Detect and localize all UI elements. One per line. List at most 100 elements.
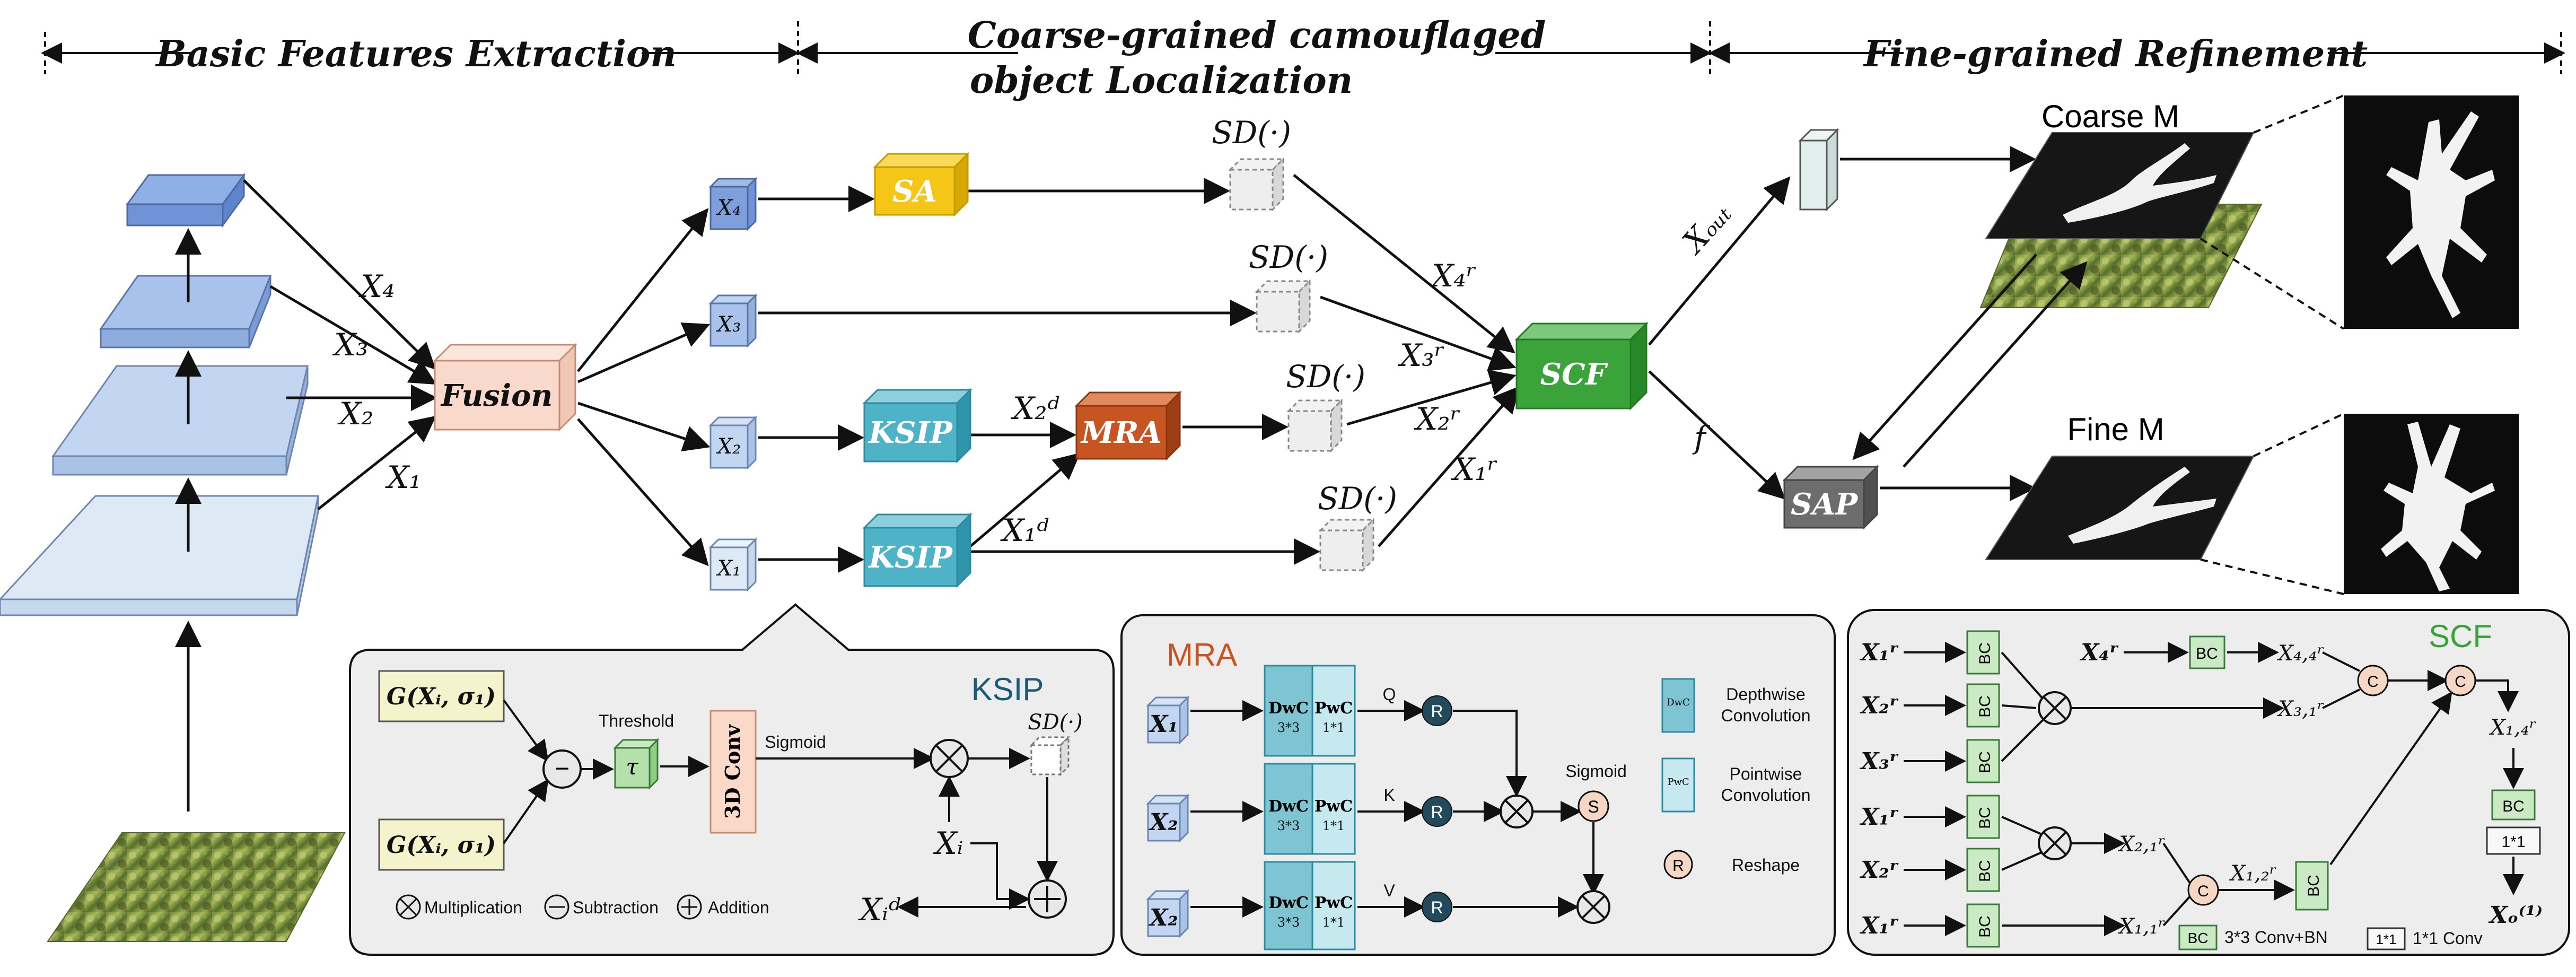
svg-text:X₃: X₃ (716, 312, 741, 337)
edge-label-x1r: X₁ʳ (1451, 451, 1498, 487)
svg-text:BC: BC (1976, 807, 1994, 829)
svg-text:X₂: X₂ (1148, 904, 1178, 931)
svg-text:X₁,₄ʳ: X₁,₄ʳ (2489, 716, 2536, 740)
svg-text:1*1: 1*1 (2501, 833, 2525, 851)
svg-text:BC: BC (2188, 930, 2209, 946)
svg-text:X₁ʳ: X₁ʳ (1859, 912, 1899, 939)
svg-text:X₂: X₂ (1148, 809, 1178, 836)
svg-text:PwC: PwC (1315, 894, 1353, 912)
svg-text:X₄: X₄ (716, 196, 741, 220)
svg-text:SD(·): SD(·) (1212, 115, 1291, 151)
input-image (47, 832, 346, 942)
sd-cube-4: SD(·) (1318, 481, 1397, 572)
scf-left-column: X₁ʳ X₂ʳ X₃ʳ X₁ʳ X₂ʳ X₁ʳ BC BC BC BC BC B… (1859, 630, 2000, 948)
svg-text:3D Conv: 3D Conv (721, 723, 744, 819)
ksip-panel: KSIP G(Xᵢ, σ₁) G(Xᵢ, σ₁) − Threshold τ 3… (349, 603, 1115, 956)
svg-text:X₁,₁ʳ: X₁,₁ʳ (2117, 914, 2165, 939)
svg-text:V: V (1383, 881, 1395, 900)
section-headers: Basic Features Extraction Coarse-grained… (41, 14, 2565, 106)
svg-text:X₄ʳ: X₄ʳ (2079, 639, 2119, 666)
mra-panel-title: MRA (1167, 637, 1237, 673)
ksip-upper-label: KSIP (868, 415, 953, 450)
svg-text:1*1 Conv: 1*1 Conv (2413, 929, 2483, 948)
svg-text:PwC: PwC (1315, 797, 1353, 816)
svg-text:BC: BC (2305, 875, 2323, 897)
sd-cubes: SD(·) SD(·) SD(·) SD(·) (1212, 115, 1397, 572)
svg-text:BC: BC (1976, 642, 1994, 665)
svg-text:BC: BC (1976, 695, 1994, 718)
fusion-to-features-edges (577, 208, 711, 566)
ksip-g2: G(Xᵢ, σ₁) (387, 832, 496, 859)
svg-text:DwC: DwC (1667, 697, 1690, 708)
feature-x4: X₄ (708, 177, 758, 231)
scf-label: SCF (1540, 357, 1609, 392)
svg-text:1*1: 1*1 (1322, 915, 1345, 930)
edge-label-x1: X₁ (385, 459, 422, 495)
svg-text:R: R (1431, 802, 1443, 822)
fine-mask-zoom (2344, 414, 2519, 594)
coarse-path-edges: X₄ʳ X₃ʳ X₂ʳ X₁ʳ X₂ᵈ X₁ᵈ (758, 174, 1520, 573)
ksip-panel-title: KSIP (971, 671, 1044, 707)
svg-text:DwC: DwC (1268, 699, 1309, 718)
svg-text:Sigmoid: Sigmoid (765, 732, 826, 752)
sa-label: SA (892, 174, 937, 209)
fine-mask (1985, 456, 2255, 560)
mra-panel: MRA X₁ X₂ X₂ DwC 3*3 PwC 1*1 (1120, 614, 1836, 956)
svg-text:1*1: 1*1 (1322, 818, 1345, 833)
svg-text:DwC: DwC (1268, 797, 1309, 816)
svg-text:X₁: X₁ (1148, 711, 1178, 738)
mra-conv-rows: DwC 3*3 PwC 1*1 DwC 3*3 PwC 1*1 DwC 3*3 … (1190, 665, 1356, 950)
scf-block: SCF (1514, 321, 1649, 411)
svg-text:X₂ʳ: X₂ʳ (1859, 857, 1899, 884)
svg-text:SD(·): SD(·) (1249, 239, 1328, 275)
feature-cubes: X₄ X₃ X₂ X₁ (708, 177, 758, 592)
svg-text:BC: BC (1976, 751, 1994, 773)
edge-label-x4: X₄ (358, 268, 395, 304)
svg-text:τ: τ (626, 754, 638, 780)
svg-text:C: C (2367, 673, 2379, 691)
scf-panel-title: SCF (2429, 618, 2492, 654)
svg-text:−: − (555, 755, 569, 783)
fusion-block: Fusion (433, 343, 577, 432)
svg-text:X₂ʳ: X₂ʳ (1859, 692, 1899, 719)
edge-label-x2: X₂ (337, 396, 374, 432)
sd-cube-2: SD(·) (1249, 239, 1328, 334)
svg-text:Convolution: Convolution (1721, 786, 1811, 805)
svg-text:S: S (1588, 797, 1599, 816)
fine-m-label: Fine M (2067, 412, 2164, 447)
mra-label: MRA (1080, 415, 1162, 450)
svg-text:X₁,₂ʳ: X₁,₂ʳ (2229, 861, 2276, 886)
edge-label-x1d: X₁ᵈ (1000, 512, 1049, 548)
edge-label-x3: X₃ (332, 327, 369, 363)
svg-text:Subtraction: Subtraction (573, 898, 659, 917)
coarse-mask-zoom (2344, 95, 2519, 329)
header-coarse-line1: Coarse-grained camouflaged (968, 14, 1546, 57)
svg-text:X₂: X₂ (716, 434, 741, 459)
svg-text:Multiplication: Multiplication (424, 898, 522, 917)
svg-text:X₃,₁ʳ: X₃,₁ʳ (2276, 697, 2324, 721)
svg-text:X₁ʳ: X₁ʳ (1859, 804, 1899, 831)
sd-cube-3: SD(·) (1286, 359, 1365, 453)
svg-text:Reshape: Reshape (1732, 856, 1800, 875)
svg-text:3*3: 3*3 (1277, 720, 1300, 735)
svg-text:R: R (1672, 857, 1684, 875)
edge-label-x2d: X₂ᵈ (1011, 390, 1060, 426)
sap-label: SAP (1791, 487, 1859, 522)
fusion-label: Fusion (440, 378, 553, 413)
sa-block: SA (873, 152, 970, 217)
header-fine: Fine-grained Refinement (1863, 33, 2368, 75)
edge-label-x3r: X₃ʳ (1398, 337, 1445, 373)
svg-text:SD(·): SD(·) (1286, 359, 1365, 395)
sd-cube-1: SD(·) (1212, 115, 1291, 212)
ksip-block-upper: KSIP (862, 388, 972, 464)
feature-x3: X₃ (708, 293, 758, 348)
svg-text:BC: BC (1976, 915, 1994, 938)
svg-text:X₁ʳ: X₁ʳ (1859, 639, 1899, 666)
svg-text:X₃ʳ: X₃ʳ (1859, 748, 1899, 775)
fine-refinement: Xₒᵤₜ f SAP Coarse M Fine M (1648, 94, 2519, 595)
svg-text:SD(·): SD(·) (1318, 481, 1397, 517)
svg-text:C: C (2455, 673, 2466, 691)
svg-text:Q: Q (1383, 685, 1396, 704)
svg-text:BC: BC (2502, 798, 2525, 815)
svg-text:Xᵢ: Xᵢ (933, 825, 963, 861)
